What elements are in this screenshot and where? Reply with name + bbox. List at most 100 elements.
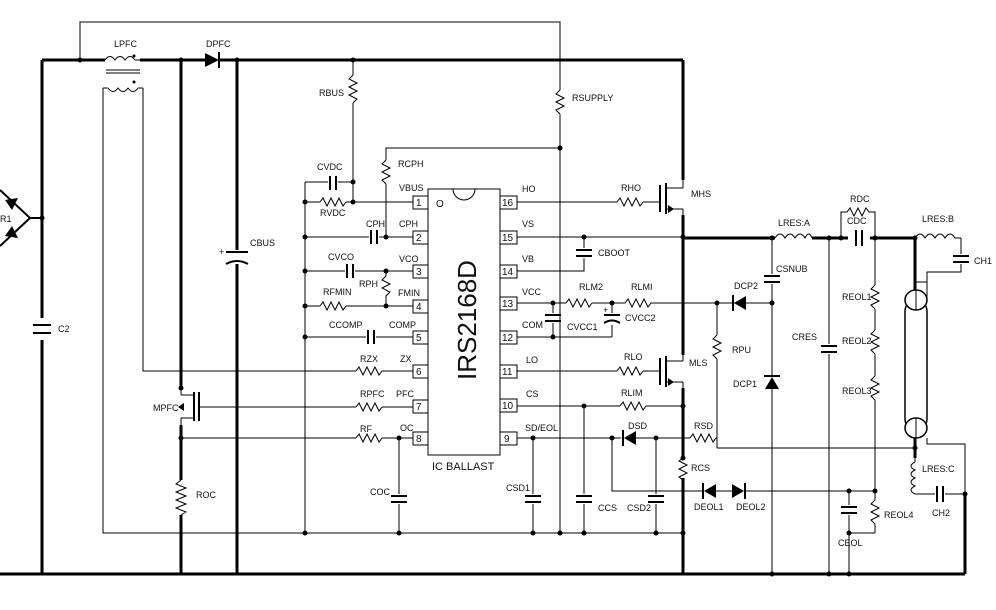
deol1-label: DEOL1	[694, 502, 724, 512]
cdc-label: CDC	[847, 216, 867, 226]
roc-label: ROC	[196, 490, 217, 500]
rlm1-label: RLMI	[631, 282, 653, 292]
rpfc-label: RPFC	[360, 389, 385, 399]
mosfet-mls: MLS	[659, 355, 708, 388]
ch1-label: CH1	[974, 256, 992, 266]
rpu-label: RPU	[732, 345, 751, 355]
coc-label: COC	[370, 487, 391, 497]
dcp1-label: DCP1	[733, 379, 757, 389]
pin-1-name: VBUS	[399, 183, 424, 193]
pin-13-number: 13	[502, 299, 514, 310]
rvdc-label: RVDC	[320, 208, 346, 218]
cvdc-label: CVDC	[317, 162, 343, 172]
pin-11-name: LO	[526, 355, 538, 365]
rho-label: RHO	[621, 183, 641, 193]
cboot-label: CBOOT	[598, 248, 631, 258]
pin-8-name: OC	[400, 423, 414, 433]
supply-loop-wire	[79, 21, 561, 85]
rsupply-label: RSUPPLY	[572, 93, 613, 103]
pin-9-number: 9	[504, 434, 510, 445]
reol4-label: REOL4	[884, 510, 914, 520]
pin1-marker: O	[436, 199, 444, 210]
chip-name: IRS2168D	[452, 260, 482, 380]
rlim-label: RLIM	[621, 388, 643, 398]
pin-14-name: VB	[522, 254, 534, 264]
c2-label: C2	[58, 324, 70, 334]
svg-text:+: +	[603, 305, 608, 315]
pin-4-number: 4	[416, 302, 422, 313]
cph-label: CPH	[366, 219, 385, 229]
capacitor-c2: C2	[33, 324, 70, 334]
rbus-label: RBUS	[319, 88, 344, 98]
chip-caption: IC BALLAST	[432, 461, 495, 473]
ch2-label: CH2	[932, 508, 950, 518]
lresc-label: LRES:C	[922, 464, 955, 474]
ccs-label: CCS	[598, 503, 617, 513]
reol3-label: REOL3	[842, 386, 872, 396]
pin-8-number: 8	[416, 434, 422, 445]
fluorescent-lamp	[904, 282, 928, 439]
lresa-label: LRES:A	[778, 218, 810, 228]
pin-4-name: FMIN	[398, 288, 420, 298]
rcs-label: RCS	[691, 463, 710, 473]
r1-label: R1	[0, 214, 12, 224]
left-pin-network: RBUS CVDC RVDC RCPH CPH CVCO	[302, 57, 560, 536]
pin-3-name: VCO	[399, 254, 419, 264]
pin-14-number: 14	[502, 267, 514, 278]
resistor-rcs: RCS	[677, 457, 710, 481]
chip-right-pins: 16 HO 15 VS 14 VB 13 VCC 12 COM 11 LO 10…	[499, 184, 558, 446]
pin-15-number: 15	[502, 233, 514, 244]
pin-5-number: 5	[416, 333, 422, 344]
inductor-lresc: LRES:C CH2	[910, 438, 968, 518]
bridge-rectifier: R1	[0, 189, 42, 247]
rlm2-label: RLM2	[579, 282, 603, 292]
power-rails	[0, 58, 967, 576]
ceol-label: CEOL	[838, 538, 863, 548]
cres-label: CRES	[792, 332, 817, 342]
lpfc-label: LPFC	[114, 39, 138, 49]
reol2-label: REOL2	[842, 336, 872, 346]
pin-7-name: PFC	[396, 389, 415, 399]
csd1-label: CSD1	[506, 483, 530, 493]
pin-7-number: 7	[416, 402, 422, 413]
rph-label: RPH	[359, 279, 378, 289]
lpfc-return-wire	[102, 88, 683, 534]
pin-10-number: 10	[502, 401, 514, 412]
lresb-label: LRES:B	[922, 214, 954, 224]
rzx-label: RZX	[360, 354, 378, 364]
pin-13-name: VCC	[522, 287, 542, 297]
pin-1-number: 1	[416, 198, 422, 209]
zx-wire	[142, 88, 356, 372]
rf-label: RF	[360, 424, 372, 434]
rlo-label: RLO	[624, 352, 643, 362]
pin-11-number: 11	[502, 367, 513, 378]
pin-5-name: COMP	[389, 320, 416, 330]
cvcc2-label: CVCC2	[625, 313, 656, 323]
diode-dpfc: DPFC	[205, 39, 231, 68]
rcph-label: RCPH	[398, 159, 424, 169]
chip-left-pins: 1 VBUS 2 CPH 3 VCO 4 FMIN 5 COMP 6 ZX 7 …	[389, 183, 429, 446]
pin-6-name: ZX	[400, 354, 412, 364]
mls-label: MLS	[689, 358, 708, 368]
capacitor-cbus: + CBUS	[219, 238, 275, 265]
pin-3-number: 3	[416, 267, 422, 278]
mosfet-mpfc: MPFC	[153, 388, 356, 425]
pin-12-number: 12	[502, 333, 514, 344]
pin-16-name: HO	[522, 184, 536, 194]
dpfc-label: DPFC	[206, 39, 231, 49]
pin-6-number: 6	[416, 367, 422, 378]
pin-9-name: SD/EOL	[525, 423, 558, 433]
ic-irs2168d: O IRS2168D IC BALLAST	[427, 188, 501, 473]
rdc-label: RDC	[850, 194, 870, 204]
rfmin-label: RFMIN	[323, 287, 352, 297]
inductor-lpfc: LPFC	[103, 39, 143, 92]
resonant-tank: LRES:A CRES CDC RDC REOL1 REOL2 REOL3	[774, 194, 992, 577]
ccomp-label: CCOMP	[329, 320, 363, 330]
csd2-label: CSD2	[627, 503, 651, 513]
reol1-label: REOL1	[842, 292, 872, 302]
cvco-label: CVCO	[328, 252, 354, 262]
pin-2-number: 2	[416, 233, 422, 244]
rsd-label: RSD	[694, 421, 714, 431]
pin-12-name: COM	[522, 320, 543, 330]
